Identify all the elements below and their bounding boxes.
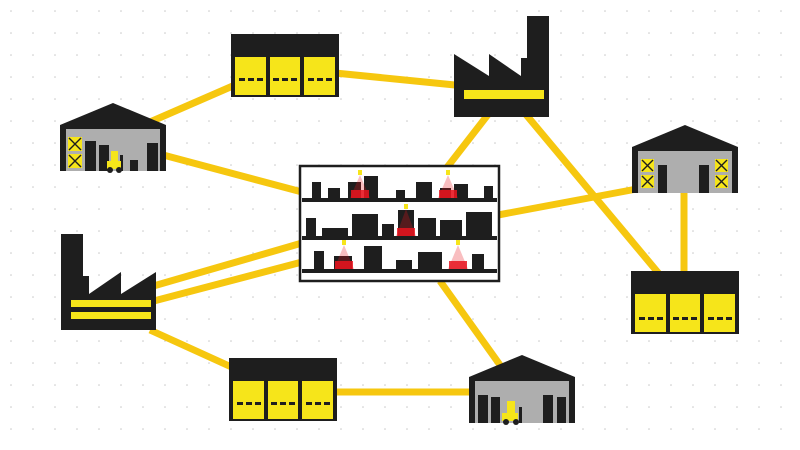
depot-icon [631,271,739,334]
warehouse-crates-icon [632,125,738,193]
link-warehouse-left-hub [151,148,303,196]
crate-icon [641,159,654,188]
link-depot-top-warehouse-left [148,81,237,126]
crate-icon [715,159,728,188]
spotlight-icon [438,170,458,198]
link-layer [148,69,688,396]
forklift-icon [107,151,123,173]
link-factory-left-depot-bottom [148,326,240,374]
depot-icon [229,358,337,421]
spotlight-icon [396,204,416,236]
warehouse-forklift-icon [60,103,166,173]
factory-icon [454,16,549,117]
link-warehouse-bottom-hub [437,278,503,368]
link-factory-top-hub [442,109,493,173]
depot-icon [231,34,339,97]
link-hub-warehouse-right [497,184,643,219]
link-depot-top-factory-top [334,69,456,89]
spotlight-icon [350,170,370,198]
link-factory-left-hub-b [149,258,303,306]
crate-icon [68,137,82,168]
forklift-icon [502,401,522,425]
spotlight-icon [334,240,354,269]
spotlight-icon [448,240,468,269]
link-factory-top-depot-right [515,102,663,278]
link-factory-left-hub-a [149,239,303,291]
warehouse-forklift-icon [469,355,575,425]
factory-icon [61,234,156,330]
shelving-hub-icon [298,164,501,283]
